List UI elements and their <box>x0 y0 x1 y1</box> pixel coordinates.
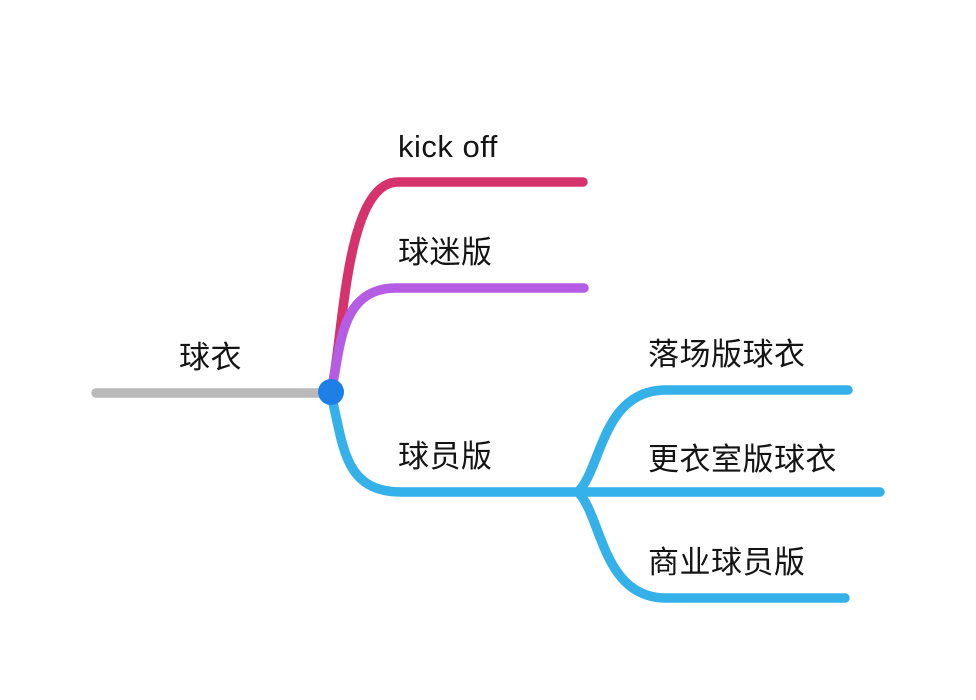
node-label-match-version[interactable]: 落场版球衣 <box>648 337 806 372</box>
branch-line-player-version <box>326 389 583 497</box>
node-label-commercial-version[interactable]: 商业球员版 <box>648 545 806 580</box>
branch-line-fan-version <box>326 283 589 396</box>
node-label-fan-version[interactable]: 球迷版 <box>398 235 493 270</box>
node-label-lockerroom-version[interactable]: 更衣室版球衣 <box>648 442 837 477</box>
root-node-dot[interactable] <box>318 379 344 405</box>
node-label-kick-off[interactable]: kick off <box>398 129 498 164</box>
subbranch-line-match-version <box>573 385 853 497</box>
subbranch-line-commercial-version <box>573 487 850 603</box>
node-label-player-version[interactable]: 球员版 <box>398 439 493 474</box>
node-label-root[interactable]: 球衣 <box>179 340 242 375</box>
